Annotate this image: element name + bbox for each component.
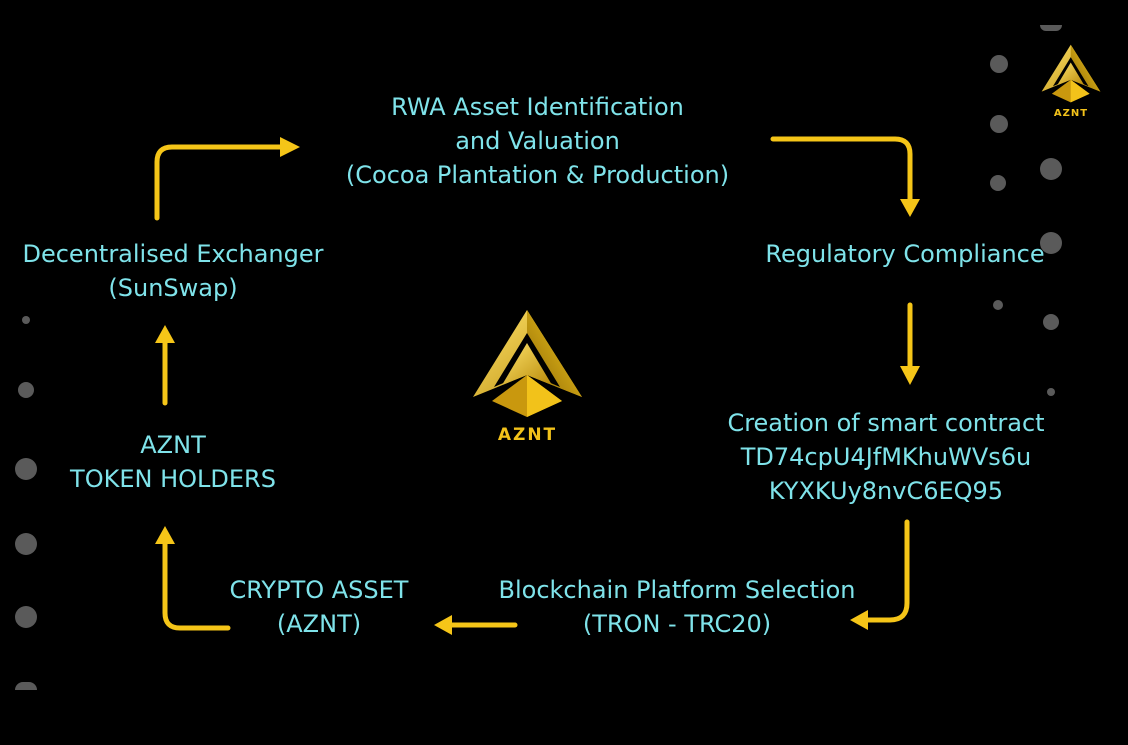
arrow-rwa-to-regulatory [770, 136, 913, 203]
arrow-contract-to-blockchain [863, 519, 910, 623]
arrowhead [900, 366, 920, 385]
arrowhead [434, 615, 452, 635]
decorative-dot [15, 682, 37, 690]
node-line: (AZNT) [276, 610, 362, 638]
decorative-dot [15, 606, 37, 628]
arrowhead [850, 610, 868, 630]
node-blockchain-platform: Blockchain Platform Selection (TRON - TR… [488, 573, 866, 641]
aznt-logo-icon [473, 310, 582, 417]
decorative-dot [990, 55, 1008, 73]
node-line: CRYPTO ASSET [229, 576, 409, 604]
node-line: (Cocoa Plantation & Production) [345, 161, 730, 189]
node-line: RWA Asset Identification [391, 93, 684, 121]
node-crypto-asset: CRYPTO ASSET (AZNT) [210, 573, 428, 641]
arrowhead [900, 199, 920, 217]
decorative-dot [1047, 388, 1055, 396]
decorative-dot [18, 382, 34, 398]
arrow-crypto-to-holders [162, 539, 231, 631]
decorative-dot [990, 115, 1008, 133]
node-line: AZNT [140, 431, 206, 459]
node-line: Blockchain Platform Selection [498, 576, 856, 604]
aznt-logo-text: AZNT [497, 425, 558, 445]
node-line: (SunSwap) [108, 274, 238, 302]
arrowhead [155, 325, 175, 343]
node-rwa-identification: RWA Asset Identification and Valuation (… [330, 90, 745, 192]
node-regulatory-compliance: Regulatory Compliance [755, 237, 1055, 271]
node-line: Regulatory Compliance [765, 240, 1045, 268]
node-line: Decentralised Exchanger [22, 240, 324, 268]
node-line: TD74cpU4JfMKhuWVs6u [740, 443, 1032, 471]
arrowhead [155, 526, 175, 544]
decorative-dot [993, 300, 1003, 310]
decorative-dot [15, 533, 37, 555]
node-decentralised-exchanger: Decentralised Exchanger (SunSwap) [14, 237, 332, 305]
arrow-dex-to-rwa [154, 144, 285, 221]
decorative-dot [1043, 314, 1059, 330]
decorative-dot [22, 316, 30, 324]
arrowhead [280, 137, 300, 157]
aznt-corner-logo: AZNT [1040, 42, 1102, 122]
node-line: and Valuation [455, 127, 620, 155]
decorative-dot [990, 175, 1006, 191]
decorative-dot [1040, 158, 1062, 180]
node-line: (TRON - TRC20) [582, 610, 772, 638]
aznt-logo: AZNT [470, 305, 585, 450]
node-smart-contract: Creation of smart contract TD74cpU4JfMKh… [720, 406, 1052, 508]
decorative-dot [1040, 232, 1062, 254]
node-line: KYXKUy8nvC6EQ95 [768, 477, 1004, 505]
decorative-dot [15, 458, 37, 480]
node-line: Creation of smart contract [727, 409, 1045, 437]
node-token-holders: AZNT TOKEN HOLDERS [48, 428, 298, 496]
aznt-corner-logo-text: AZNT [1053, 108, 1089, 119]
aznt-corner-logo-icon [1041, 44, 1101, 103]
node-line: TOKEN HOLDERS [70, 465, 276, 493]
decorative-dot [1040, 25, 1062, 31]
